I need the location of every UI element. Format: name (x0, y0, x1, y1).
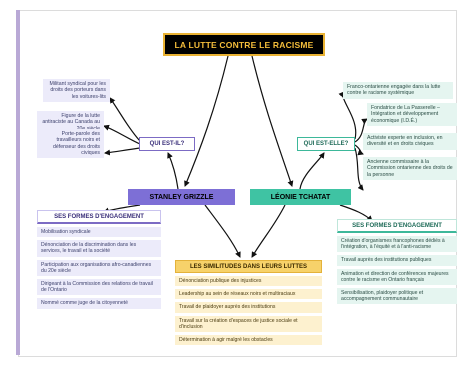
engagement-left-item: Dirigeant à la Commission des relations … (37, 279, 161, 296)
engagement-left-item: Dénonciation de la discrimination dans l… (37, 240, 161, 257)
engagement-title-left: SES FORMES D'ENGAGEMENT (37, 210, 161, 224)
note-left-1: Militant syndical pour les droits des po… (43, 79, 110, 102)
engagement-left-item: Participation aux organisations afro-can… (37, 259, 161, 277)
similarities-title: LES SIMILITUDES DANS LEURS LUTTES (175, 260, 322, 273)
note-right-4: Ancienne commissaire à la Commission ont… (363, 157, 457, 180)
engagement-left-item: Mobilisation syndicale (37, 227, 161, 238)
note-right-2: Fondatrice de La Passerelle – Intégratio… (367, 103, 457, 126)
diagram-title: LA LUTTE CONTRE LE RACISME (163, 33, 325, 56)
engagement-right-item: Travail auprès des institutions publique… (337, 255, 457, 266)
similarity-item: Dénonciation publique des injustices (175, 276, 322, 287)
question-box-left: QUI EST-IL? (139, 137, 195, 151)
similarities-panel: LES SIMILITUDES DANS LEURS LUTTES Dénonc… (175, 260, 322, 346)
engagement-right-item: Sensibilisation, plaidoyer politique et … (337, 288, 457, 305)
similarity-item: Travail de plaidoyer auprès des institut… (175, 302, 322, 313)
engagement-title-right: SES FORMES D'ENGAGEMENT (337, 219, 457, 233)
note-right-3: Activiste experte en inclusion, en diver… (363, 133, 457, 150)
engagement-panel-left: SES FORMES D'ENGAGEMENT Mobilisation syn… (37, 210, 161, 309)
engagement-right-item: Animation et direction de conférences ma… (337, 268, 457, 286)
question-box-right: QUI EST-ELLE? (297, 137, 355, 151)
engagement-left-item: Nommé comme juge de la citoyenneté (37, 298, 161, 309)
engagement-right-item: Création d'organismes francophones dédié… (337, 236, 457, 253)
note-right-1: Franco-ontarienne engagée dans la lutte … (343, 82, 453, 99)
name-stanley-grizzle: STANLEY GRIZZLE (128, 189, 235, 205)
similarity-item: Détermination à agir malgré les obstacle… (175, 335, 322, 346)
similarity-item: Travail sur la création d'espaces de jus… (175, 315, 322, 333)
name-leonie-tchatat: LÉONIE TCHATAT (250, 189, 351, 205)
note-left-3: Porte-parole des travailleurs noirs et d… (37, 129, 104, 159)
note-left-2: Figure de la lutte antiraciste au Canada… (37, 111, 104, 134)
frame-accent-bar (16, 10, 20, 355)
similarity-item: Leadership au sein de réseaux noirs et m… (175, 289, 322, 300)
engagement-panel-right: SES FORMES D'ENGAGEMENT Création d'organ… (337, 219, 457, 305)
